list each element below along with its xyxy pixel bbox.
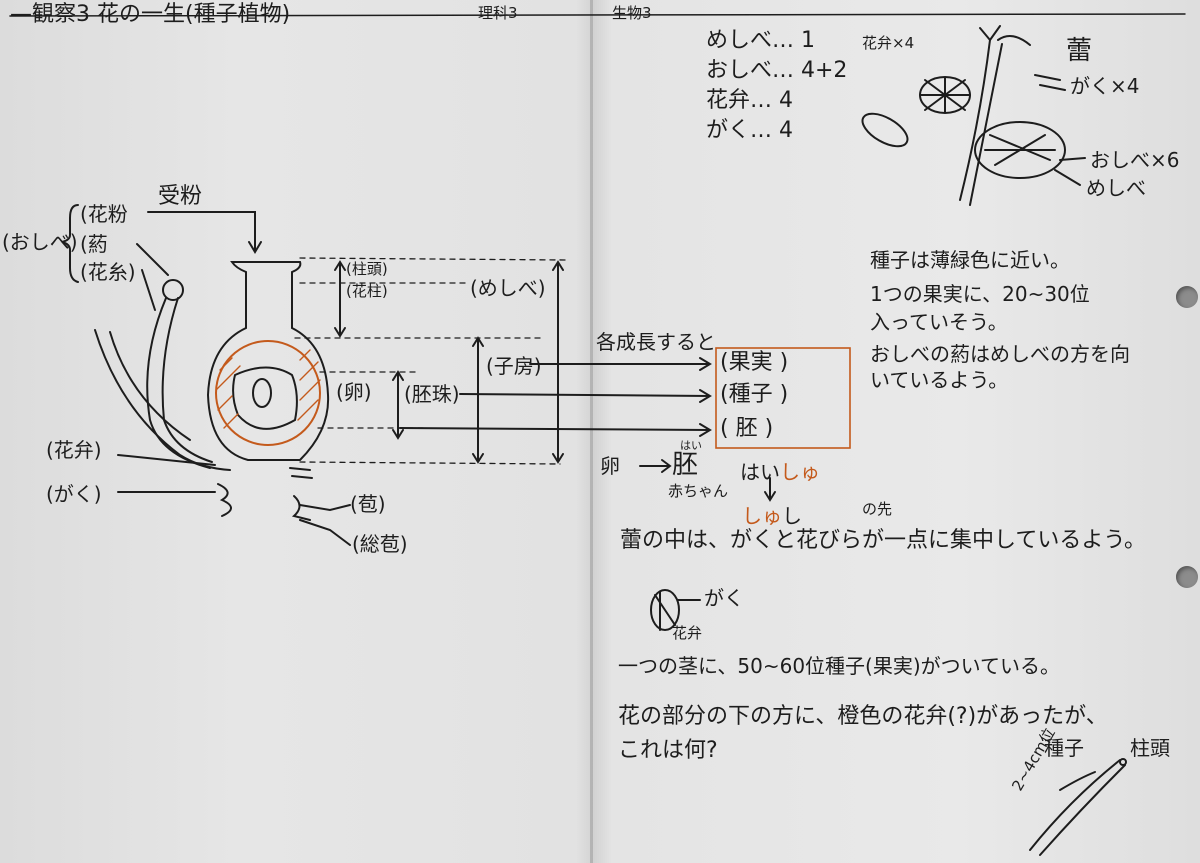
- page-title: —観察3 花の一生(種子植物): [10, 2, 291, 27]
- note-line2: 1つの果実に、20~30位: [870, 282, 1090, 306]
- sketch-stamen-label: おしべ×6: [1090, 148, 1180, 172]
- ovary-fruit-arrow: [529, 357, 712, 371]
- anther-label: (葯: [80, 232, 108, 256]
- embryo-ruby: はい: [680, 439, 702, 452]
- pod-stigma-label: 柱頭: [1130, 736, 1170, 760]
- egg-word: 卵: [600, 454, 620, 478]
- ovary-circle: [215, 340, 321, 446]
- embryo-word: 胚: [672, 450, 699, 480]
- tip-note: の先: [862, 500, 893, 518]
- guide-lines: [294, 257, 566, 465]
- sepal-label: (がく): [46, 482, 102, 506]
- pistil-arrow: [552, 260, 564, 464]
- pollination-arrow: [147, 211, 262, 254]
- bud-lines: [654, 591, 701, 631]
- bud-sketch: [650, 589, 680, 631]
- ovary-hatching: [215, 349, 321, 429]
- grows-label: 各成長すると: [596, 330, 716, 354]
- fruit-label: (果実 ): [720, 350, 789, 375]
- pistil-outline: [206, 261, 330, 461]
- orange-question-2: これは何?: [618, 738, 718, 763]
- filament-curve: [146, 297, 213, 469]
- petal-curve: [94, 329, 231, 471]
- pod-seed-label: 種子: [1044, 736, 1084, 760]
- filament-line: [141, 269, 156, 311]
- bract-lines: [299, 504, 351, 546]
- stem-note: 一つの茎に、50~60位種子(果実)がついている。: [618, 654, 1061, 678]
- seed-pod: [1029, 759, 1126, 856]
- ovule-sac: [232, 366, 298, 430]
- ovary-label: (子房): [486, 354, 542, 378]
- note-line5: いているよう。: [870, 368, 1009, 392]
- sketch-pistil-label: めしべ: [1086, 176, 1146, 200]
- egg-label: (卵): [336, 380, 372, 404]
- count-stamen: おしべ… 4+2: [706, 58, 848, 83]
- haishu-left: はいしゅ: [740, 460, 820, 484]
- anther-line: [136, 243, 169, 276]
- pod-line: [1059, 771, 1096, 791]
- pod-tip: [1119, 758, 1127, 766]
- ovule-label: (胚珠): [404, 382, 460, 406]
- bud-sepal-note: がく: [704, 586, 744, 610]
- stamen-label: (おしべ): [2, 230, 78, 254]
- egg-cell: [252, 378, 272, 408]
- count-petal: 花弁… 4: [706, 88, 793, 113]
- count-sepal: がく… 4: [706, 118, 793, 143]
- ovule-seed-arrow: [459, 389, 712, 403]
- bud-tip: [979, 25, 1031, 46]
- side-petal: [861, 112, 909, 148]
- baby-label: 赤ちゃん: [668, 482, 729, 500]
- pollen-label: (花粉: [80, 202, 128, 226]
- note-line1: 種子は薄緑色に近い。: [870, 248, 1070, 272]
- bud-petal-note: 花弁: [672, 624, 703, 642]
- sketch-petals-label: 花弁×4: [862, 34, 915, 52]
- petal-label: (花弁): [46, 438, 102, 462]
- ovary-arrow: [472, 336, 484, 464]
- page-fold: [590, 0, 593, 863]
- count-pistil: めしべ… 1: [706, 28, 815, 53]
- petal-sepal-lines: [117, 454, 216, 493]
- pollination-label: 受粉: [158, 184, 203, 209]
- seed-label: (種子 ): [720, 382, 789, 407]
- orange-question-1: 花の部分の下の方に、橙色の花弁(?)があったが、: [618, 704, 1108, 729]
- haishu-arrow: [764, 477, 776, 502]
- flower-petals: [919, 77, 971, 113]
- header-line: [9, 13, 1186, 17]
- pistil-label: (めしべ): [470, 276, 546, 300]
- shushi-label: しゅし: [742, 504, 802, 528]
- result-box: [715, 347, 851, 449]
- filament-label: (花糸): [80, 260, 136, 284]
- plant-stem: [959, 39, 1003, 206]
- stamens-lines: [984, 134, 1056, 166]
- field-label: 生物3: [612, 4, 652, 22]
- binder-hole: [1176, 286, 1198, 308]
- stamen-brace: [61, 204, 79, 283]
- sepal-mark: [217, 483, 232, 517]
- stigma-label: (柱頭): [346, 260, 388, 278]
- note-line4: おしべの葯はめしべの方を向: [870, 342, 1130, 366]
- flower-lower: [974, 121, 1066, 179]
- bract-mark: [289, 467, 313, 521]
- embryo-label: ( 胚 ): [720, 416, 774, 441]
- bract-label: (苞): [350, 492, 386, 516]
- sketch-bud-label: 蕾: [1066, 36, 1093, 66]
- bud-note: 蕾の中は、がくと花びらが一点に集中しているよう。: [620, 528, 1147, 553]
- sketch-sepal-label: がく×4: [1070, 74, 1140, 98]
- subject-label: 理科3: [478, 4, 518, 22]
- style-arrow: [334, 260, 346, 338]
- binder-hole: [1176, 566, 1198, 588]
- egg-embryo-small-arrow: [639, 459, 672, 473]
- sketch-pointers: [1034, 74, 1086, 186]
- involucre-label: (総苞): [352, 532, 408, 556]
- note-line3: 入っていそう。: [870, 310, 1008, 334]
- ovule-arrow: [392, 370, 404, 440]
- anther-circle: [162, 279, 184, 301]
- egg-embryo-arrow: [399, 423, 712, 437]
- style-label: (花柱): [346, 282, 388, 300]
